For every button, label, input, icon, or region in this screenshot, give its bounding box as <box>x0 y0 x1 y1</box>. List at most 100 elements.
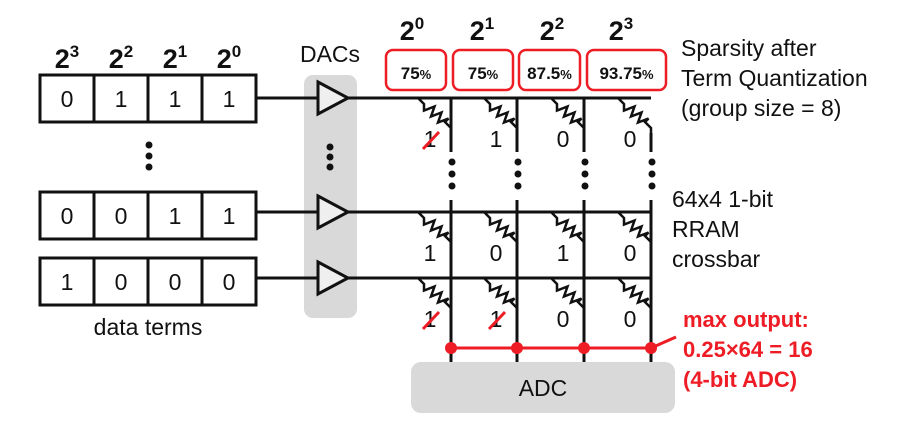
input-register-row: 0 0 1 1 <box>38 190 258 241</box>
cell-value: 0 <box>624 240 637 266</box>
resistor-icon <box>417 211 453 248</box>
input-bit-cell: 0 <box>92 256 150 307</box>
input-weight-3: 23 <box>55 42 80 74</box>
input-bit-cell: 1 <box>92 73 150 124</box>
svg-text:0: 0 <box>61 86 74 112</box>
input-weight-1: 21 <box>163 42 188 74</box>
svg-text:0: 0 <box>61 203 74 229</box>
rram-cell: 1 <box>550 211 586 266</box>
rram-cell: 1 <box>483 97 519 152</box>
svg-text:64x4 1-bit: 64x4 1-bit <box>672 186 774 212</box>
rram-cell: 0 <box>550 97 586 152</box>
dac-ellipsis <box>326 143 334 171</box>
resistor-icon <box>550 97 586 134</box>
cell-value: 1 <box>490 126 503 152</box>
input-bit-cell: 1 <box>200 190 258 241</box>
output-node <box>578 342 590 354</box>
bit-line-ellipsis <box>514 182 522 190</box>
output-node <box>445 342 457 354</box>
sparsity-box-0: 75% <box>384 48 448 92</box>
resistor-icon <box>483 97 519 134</box>
resistor-icon <box>483 211 519 248</box>
bit-line-ellipsis <box>514 170 522 178</box>
svg-text:0: 0 <box>223 269 236 295</box>
svg-text:max output:: max output: <box>683 307 809 332</box>
resistor-icon <box>417 277 453 314</box>
svg-text:1: 1 <box>61 269 74 295</box>
svg-text:1: 1 <box>223 203 236 229</box>
crossbar-caption: 64x4 1-bit RRAM crossbar <box>672 186 774 272</box>
resistor-icon <box>617 97 653 134</box>
cell-value: 0 <box>624 126 637 152</box>
svg-text:0: 0 <box>169 269 182 295</box>
svg-text:87.5%: 87.5% <box>527 64 572 83</box>
rram-cell: 0 <box>483 211 519 266</box>
svg-text:0: 0 <box>115 203 128 229</box>
input-bit-cell: 0 <box>200 256 258 307</box>
adc-block <box>411 362 675 413</box>
adc-label: ADC <box>519 375 568 401</box>
cell-value: 1 <box>557 240 570 266</box>
sparsity-box-2: 87.5% <box>517 48 582 92</box>
svg-text:crossbar: crossbar <box>672 246 761 272</box>
rram-cell: 1 <box>417 97 453 152</box>
input-bit-cell: 1 <box>146 190 204 241</box>
input-bit-cell: 0 <box>146 256 204 307</box>
svg-text:75%: 75% <box>401 64 432 83</box>
dac-triangle-icon <box>316 193 352 231</box>
svg-text:1: 1 <box>115 86 128 112</box>
input-bit-cell: 1 <box>200 73 258 124</box>
rram-cell: 1 <box>483 277 519 332</box>
resistor-icon <box>617 277 653 314</box>
max-output-annotation: max output: 0.25×64 = 16 (4-bit ADC) <box>683 307 813 392</box>
svg-text:Sparsity after: Sparsity after <box>681 35 817 61</box>
cell-value: 0 <box>557 306 570 332</box>
svg-text:RRAM: RRAM <box>672 216 740 242</box>
rram-cell: 0 <box>617 277 653 332</box>
resistor-icon <box>550 277 586 314</box>
svg-text:75%: 75% <box>468 64 499 83</box>
svg-text:1: 1 <box>169 203 182 229</box>
input-bit-cell: 1 <box>146 73 204 124</box>
data-terms-label: data terms <box>94 314 203 340</box>
bit-line-ellipsis <box>581 182 589 190</box>
svg-text:93.75%: 93.75% <box>599 64 654 83</box>
dac-block <box>304 75 357 318</box>
input-bit-cell: 0 <box>38 190 96 241</box>
dacs-label: DACs <box>300 41 360 67</box>
input-register-row: 1 0 0 0 <box>38 256 258 307</box>
bit-line-ellipsis <box>648 158 656 166</box>
rram-cell: 0 <box>550 277 586 332</box>
column-weight-0: 20 <box>400 14 425 46</box>
bit-line-ellipsis <box>581 158 589 166</box>
svg-text:0: 0 <box>115 269 128 295</box>
strike-mark <box>421 130 441 151</box>
dac-triangle-icon <box>316 259 352 297</box>
cell-value: 0 <box>624 306 637 332</box>
bit-line-ellipsis <box>448 158 456 166</box>
rram-cell: 0 <box>617 97 653 152</box>
dac-triangle-icon <box>316 79 352 117</box>
resistor-icon <box>617 211 653 248</box>
input-bit-weights: 23 22 21 20 <box>55 42 242 74</box>
column-weights: 20 21 22 23 <box>400 14 634 46</box>
output-sum-line <box>445 335 677 354</box>
input-bit-cell: 0 <box>38 73 96 124</box>
sparsity-caption: Sparsity after Term Quantization (group … <box>681 35 868 121</box>
column-weight-1: 21 <box>470 14 495 46</box>
strike-mark <box>487 310 507 331</box>
bit-line-ellipsis <box>581 170 589 178</box>
sparsity-box-3: 93.75% <box>585 48 668 92</box>
bit-line-ellipsis <box>448 182 456 190</box>
input-weight-0: 20 <box>217 42 242 74</box>
input-ellipsis <box>145 141 153 171</box>
sparsity-boxes: 75% 75% 87.5% 93.75% <box>384 48 668 92</box>
resistor-icon <box>550 211 586 248</box>
bit-line-ellipsis <box>514 158 522 166</box>
output-node <box>511 342 523 354</box>
column-weight-2: 22 <box>540 14 565 46</box>
cell-value: 1 <box>424 240 437 266</box>
rram-cell: 1 <box>417 211 453 266</box>
